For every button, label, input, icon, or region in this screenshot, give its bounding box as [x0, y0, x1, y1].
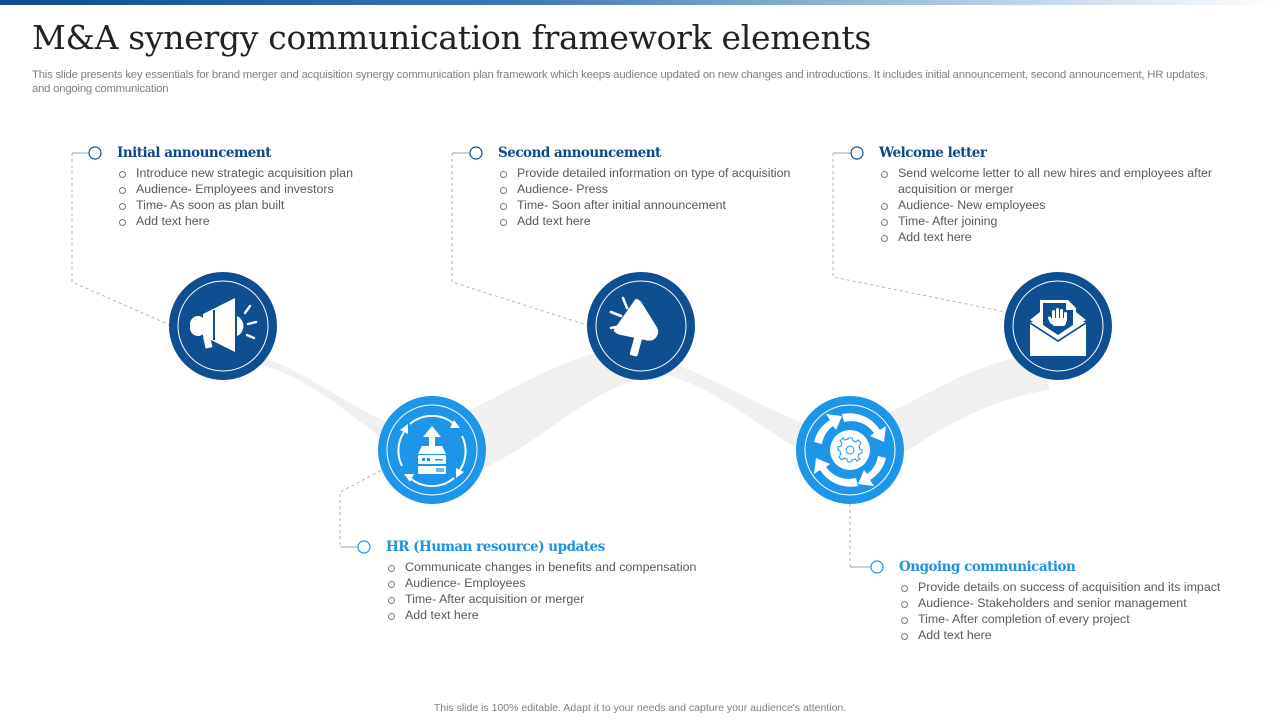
list-item: Audience- Stakeholders and senior manage… — [899, 595, 1269, 611]
step-hr-updates: HR (Human resource) updates Communicate … — [386, 539, 726, 623]
marker-ongoing — [870, 560, 884, 574]
marker-hr — [357, 540, 371, 554]
top-accent-bar — [0, 0, 1280, 5]
step-title: Second announcement — [498, 145, 661, 161]
step-welcome-letter: Welcome letter Send welcome letter to al… — [879, 145, 1244, 245]
list-item: Add text here — [879, 229, 1244, 245]
list-item: Add text here — [899, 627, 1269, 643]
bullet-list: Provide details on success of acquisitio… — [899, 579, 1269, 643]
list-item: Provide details on success of acquisitio… — [899, 579, 1269, 595]
page-title: M&A synergy communication framework elem… — [32, 18, 871, 57]
step-title: Welcome letter — [879, 145, 987, 161]
footer-note: This slide is 100% editable. Adapt it to… — [433, 702, 847, 714]
list-item: Time- After completion of every project — [899, 611, 1269, 627]
step-ongoing-communication: Ongoing communication Provide details on… — [899, 559, 1269, 643]
step-initial-announcement: Initial announcement Introduce new strat… — [117, 145, 417, 229]
list-item: Add text here — [386, 607, 726, 623]
list-item: Add text here — [117, 213, 417, 229]
list-item: Provide detailed information on type of … — [498, 165, 818, 181]
list-item: Audience- New employees — [879, 197, 1244, 213]
connector-welcome — [832, 153, 1007, 313]
list-item: Audience- Employees — [386, 575, 726, 591]
envelope-letter-icon — [1004, 272, 1112, 380]
bullet-list: Introduce new strategic acquisition plan… — [117, 165, 417, 229]
step-title: HR (Human resource) updates — [386, 539, 605, 555]
bullet-list: Provide detailed information on type of … — [498, 165, 818, 229]
step-title: Ongoing communication — [899, 559, 1076, 575]
list-item: Time- As soon as plan built — [117, 197, 417, 213]
marker-initial — [88, 146, 102, 160]
list-item: Audience- Press — [498, 181, 818, 197]
gear-cycle-icon — [796, 396, 904, 504]
connector-initial — [71, 153, 173, 327]
list-item: Communicate changes in benefits and comp… — [386, 559, 726, 575]
list-item: Time- After acquisition or merger — [386, 591, 726, 607]
step-title: Initial announcement — [117, 145, 271, 161]
marker-welcome — [850, 146, 864, 160]
list-item: Introduce new strategic acquisition plan — [117, 165, 417, 181]
upload-server-cycle-icon — [378, 396, 486, 504]
list-item: Send welcome letter to all new hires and… — [879, 165, 1244, 197]
list-item: Time- After joining — [879, 213, 1244, 229]
connector-hr — [339, 467, 387, 547]
step-second-announcement: Second announcement Provide detailed inf… — [498, 145, 818, 229]
page-subtitle: This slide presents key essentials for b… — [32, 69, 1208, 95]
bullet-list: Communicate changes in benefits and comp… — [386, 559, 726, 623]
connector-second — [451, 153, 591, 327]
megaphone-tilted-icon — [587, 272, 695, 380]
marker-second — [469, 146, 483, 160]
megaphone-icon — [169, 272, 277, 380]
list-item: Time- Soon after initial announcement — [498, 197, 818, 213]
list-item: Audience- Employees and investors — [117, 181, 417, 197]
bullet-list: Send welcome letter to all new hires and… — [879, 165, 1244, 245]
list-item: Add text here — [498, 213, 818, 229]
